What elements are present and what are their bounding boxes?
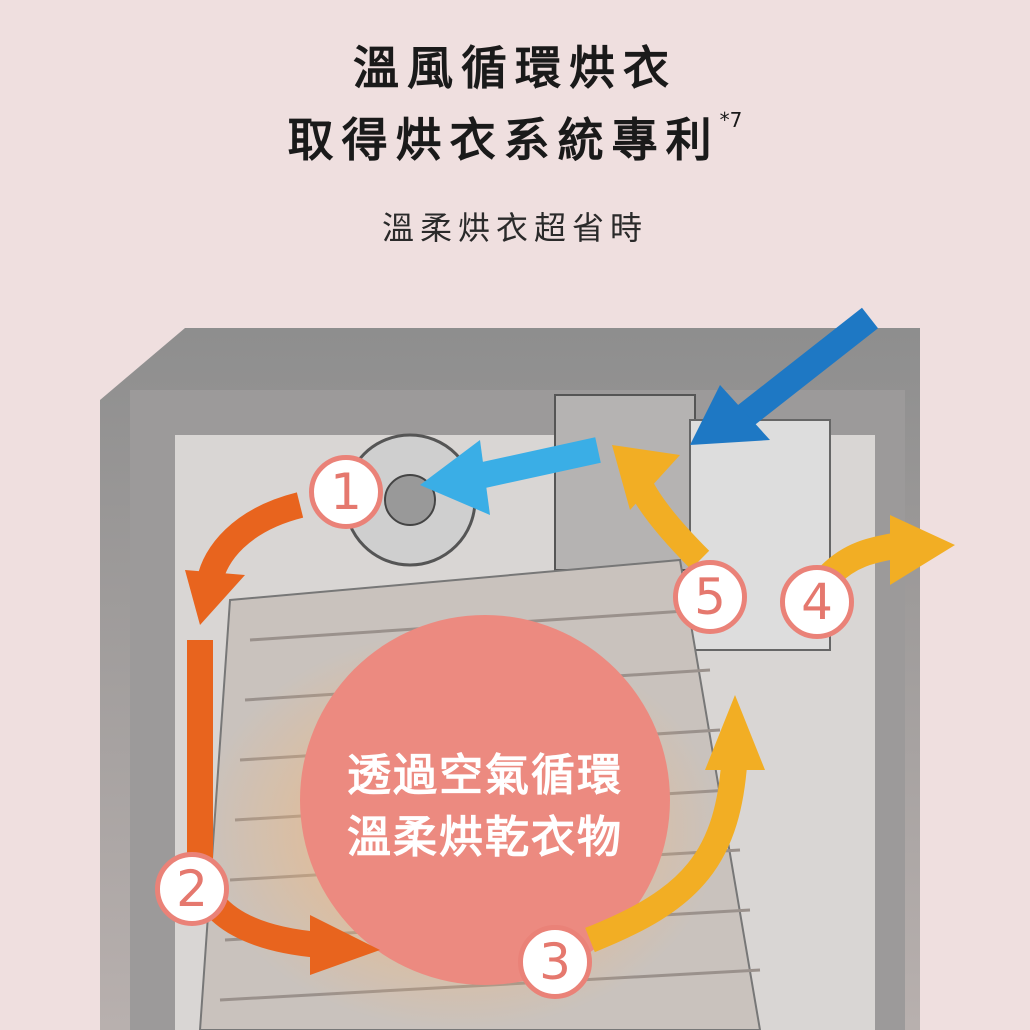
center-label-line-1: 透過空氣循環: [347, 750, 623, 801]
headline-line-1: 溫風循環烘衣: [353, 41, 677, 95]
center-label: 透過空氣循環 溫柔烘乾衣物: [290, 745, 680, 869]
headline-line-2: 取得烘衣系統專利*7: [0, 104, 1030, 170]
footnote-marker: *7: [719, 108, 743, 132]
step-badge-3: 3: [518, 925, 592, 999]
hot-air-arrow-1: [197, 492, 304, 584]
center-label-line-2: 溫柔烘乾衣物: [347, 812, 623, 863]
cool-air-arrow: [467, 437, 601, 491]
step-badge-5: 5: [673, 560, 747, 634]
intake-arrow: [731, 307, 879, 431]
subtitle: 溫柔烘衣超省時: [381, 209, 648, 247]
warm-air-arrow-3: [585, 749, 748, 953]
step-badge-2: 2: [155, 852, 229, 926]
step-badge-4: 4: [780, 565, 854, 639]
center-circle: [300, 615, 670, 985]
headline-line-2-text: 取得烘衣系統專利: [287, 113, 720, 167]
arrow-heads: [185, 385, 955, 975]
step-badge-1: 1: [309, 455, 383, 529]
